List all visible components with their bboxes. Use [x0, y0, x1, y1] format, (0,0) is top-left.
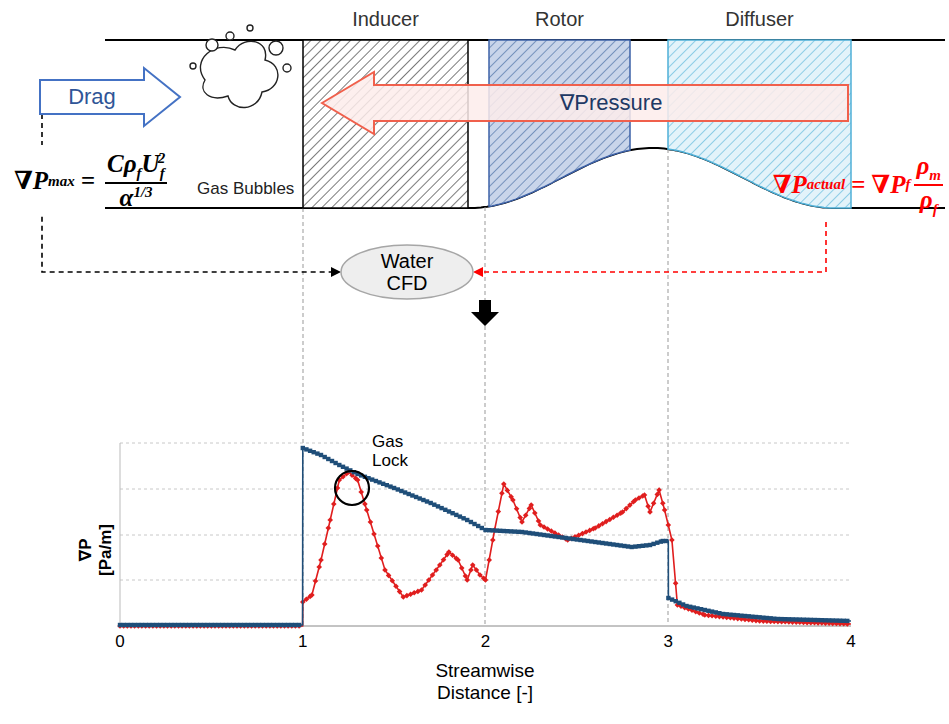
dashed-connector: [42, 114, 339, 272]
numerator: ρm: [914, 152, 943, 186]
formula-superscript: 1/3: [133, 184, 152, 200]
guide-lines: [303, 149, 668, 625]
fraction: ρmρf: [914, 152, 943, 217]
formula: ∇Pmax=CρfUf2α1/3: [14, 150, 167, 212]
denominator: ρf: [918, 186, 940, 218]
node-label: Diffuser: [648, 8, 871, 31]
formula-subscript: f: [160, 165, 165, 181]
formula-equals: =: [81, 167, 95, 195]
x-tick-label: 0: [105, 632, 135, 652]
fraction: CρfUf2α1/3: [105, 150, 167, 212]
bubbles-label: Gas Bubbles: [197, 179, 294, 199]
node-label: Water CFD: [372, 250, 442, 294]
formula: ∇Pactual=∇Pfρmρf: [773, 152, 943, 217]
y-axis-title: ∇P [Pa/m]: [76, 515, 116, 585]
formula-term: α: [120, 184, 134, 211]
cfd-ellipse: Water CFD: [340, 244, 474, 300]
y-axis: [120, 443, 121, 626]
node-label: Inducer: [283, 8, 488, 31]
formula-subscript: f: [137, 165, 142, 181]
formula-term: Cρ: [107, 150, 137, 177]
formula-term: ∇P: [14, 167, 48, 195]
x-tick-label: 2: [471, 632, 501, 652]
series-markers: [118, 446, 850, 627]
x-axis-title: Streamwise Distance [-]: [415, 660, 555, 704]
formula-term: ρ: [916, 152, 929, 179]
formula-subscript: f: [933, 201, 938, 217]
formula-term: ∇P: [773, 171, 807, 199]
node-label: ∇Pressure: [374, 85, 848, 121]
node-label: Drag: [40, 80, 144, 114]
formula-subscript: f: [905, 176, 910, 193]
series-line: [120, 472, 851, 626]
x-tick-label: 3: [653, 632, 683, 652]
x-tick-label: 1: [288, 632, 318, 652]
chart-series: [117, 446, 851, 629]
gas-bubbles: [190, 25, 291, 108]
formula-term: ρ: [920, 186, 933, 213]
formula-term: ∇P: [871, 171, 905, 199]
chart-grid: [120, 443, 851, 580]
series-markers: [117, 469, 850, 629]
series-line: [120, 448, 851, 625]
denominator: α1/3: [118, 184, 155, 212]
formula-subscript: max: [48, 173, 75, 190]
node-label: Rotor: [469, 8, 650, 31]
down-arrow: [471, 300, 499, 326]
numerator: CρfUf2: [105, 150, 167, 184]
formula-subscript: actual: [807, 176, 845, 193]
formula-equals: =: [851, 171, 865, 199]
x-tick-label: 4: [836, 632, 866, 652]
formula-subscript: m: [929, 167, 941, 183]
formula-term: U: [142, 150, 160, 177]
gas-lock-circle: [335, 471, 369, 505]
gas-lock-label: Gas Lock: [371, 432, 419, 470]
drag-arrow: Drag: [40, 68, 180, 126]
pressure-arrow: ∇Pressure: [322, 72, 848, 134]
formula-superscript: 2: [158, 150, 166, 166]
